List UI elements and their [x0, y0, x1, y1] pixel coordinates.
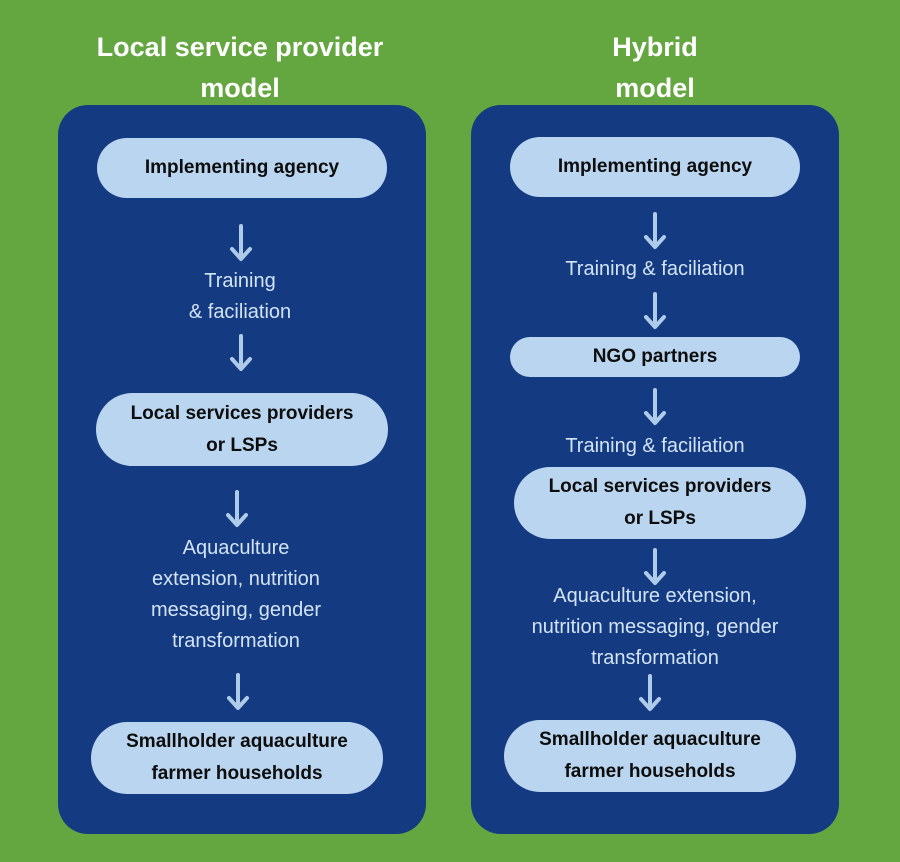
- right-households-node: Smallholder aquaculture farmer household…: [504, 720, 796, 792]
- right-model-title: Hybrid model: [612, 32, 698, 103]
- right-lsp-node: Local services providers or LSPs: [514, 467, 806, 539]
- left-implementing-agency-node: Implementing agency: [97, 138, 387, 198]
- left-arrow-4: [226, 673, 250, 713]
- left-lsp-node: Local services providers or LSPs: [96, 393, 388, 466]
- right-arrow-1: [643, 212, 667, 252]
- right-implementing-agency-node: Implementing agency: [510, 137, 800, 197]
- left-arrow-2: [229, 334, 253, 374]
- left-arrow-3: [225, 490, 249, 530]
- right-arrow-3: [643, 388, 667, 428]
- right-extension-label: Aquaculture extension, nutrition messagi…: [531, 585, 779, 669]
- left-households-node: Smallholder aquaculture farmer household…: [91, 722, 383, 794]
- left-training-label: Training & faciliation: [188, 270, 292, 323]
- right-training-label-1: Training & faciliation: [565, 258, 745, 280]
- right-training-label-2: Training & faciliation: [565, 435, 745, 457]
- right-arrow-4: [643, 548, 667, 588]
- left-model-title: Local service provider model: [96, 32, 384, 103]
- right-ngo-node: NGO partners: [510, 337, 800, 377]
- right-arrow-5: [638, 674, 662, 714]
- left-extension-label: Aquaculture extension, nutrition messagi…: [150, 537, 322, 652]
- left-arrow-1: [229, 224, 253, 264]
- right-arrow-2: [643, 292, 667, 332]
